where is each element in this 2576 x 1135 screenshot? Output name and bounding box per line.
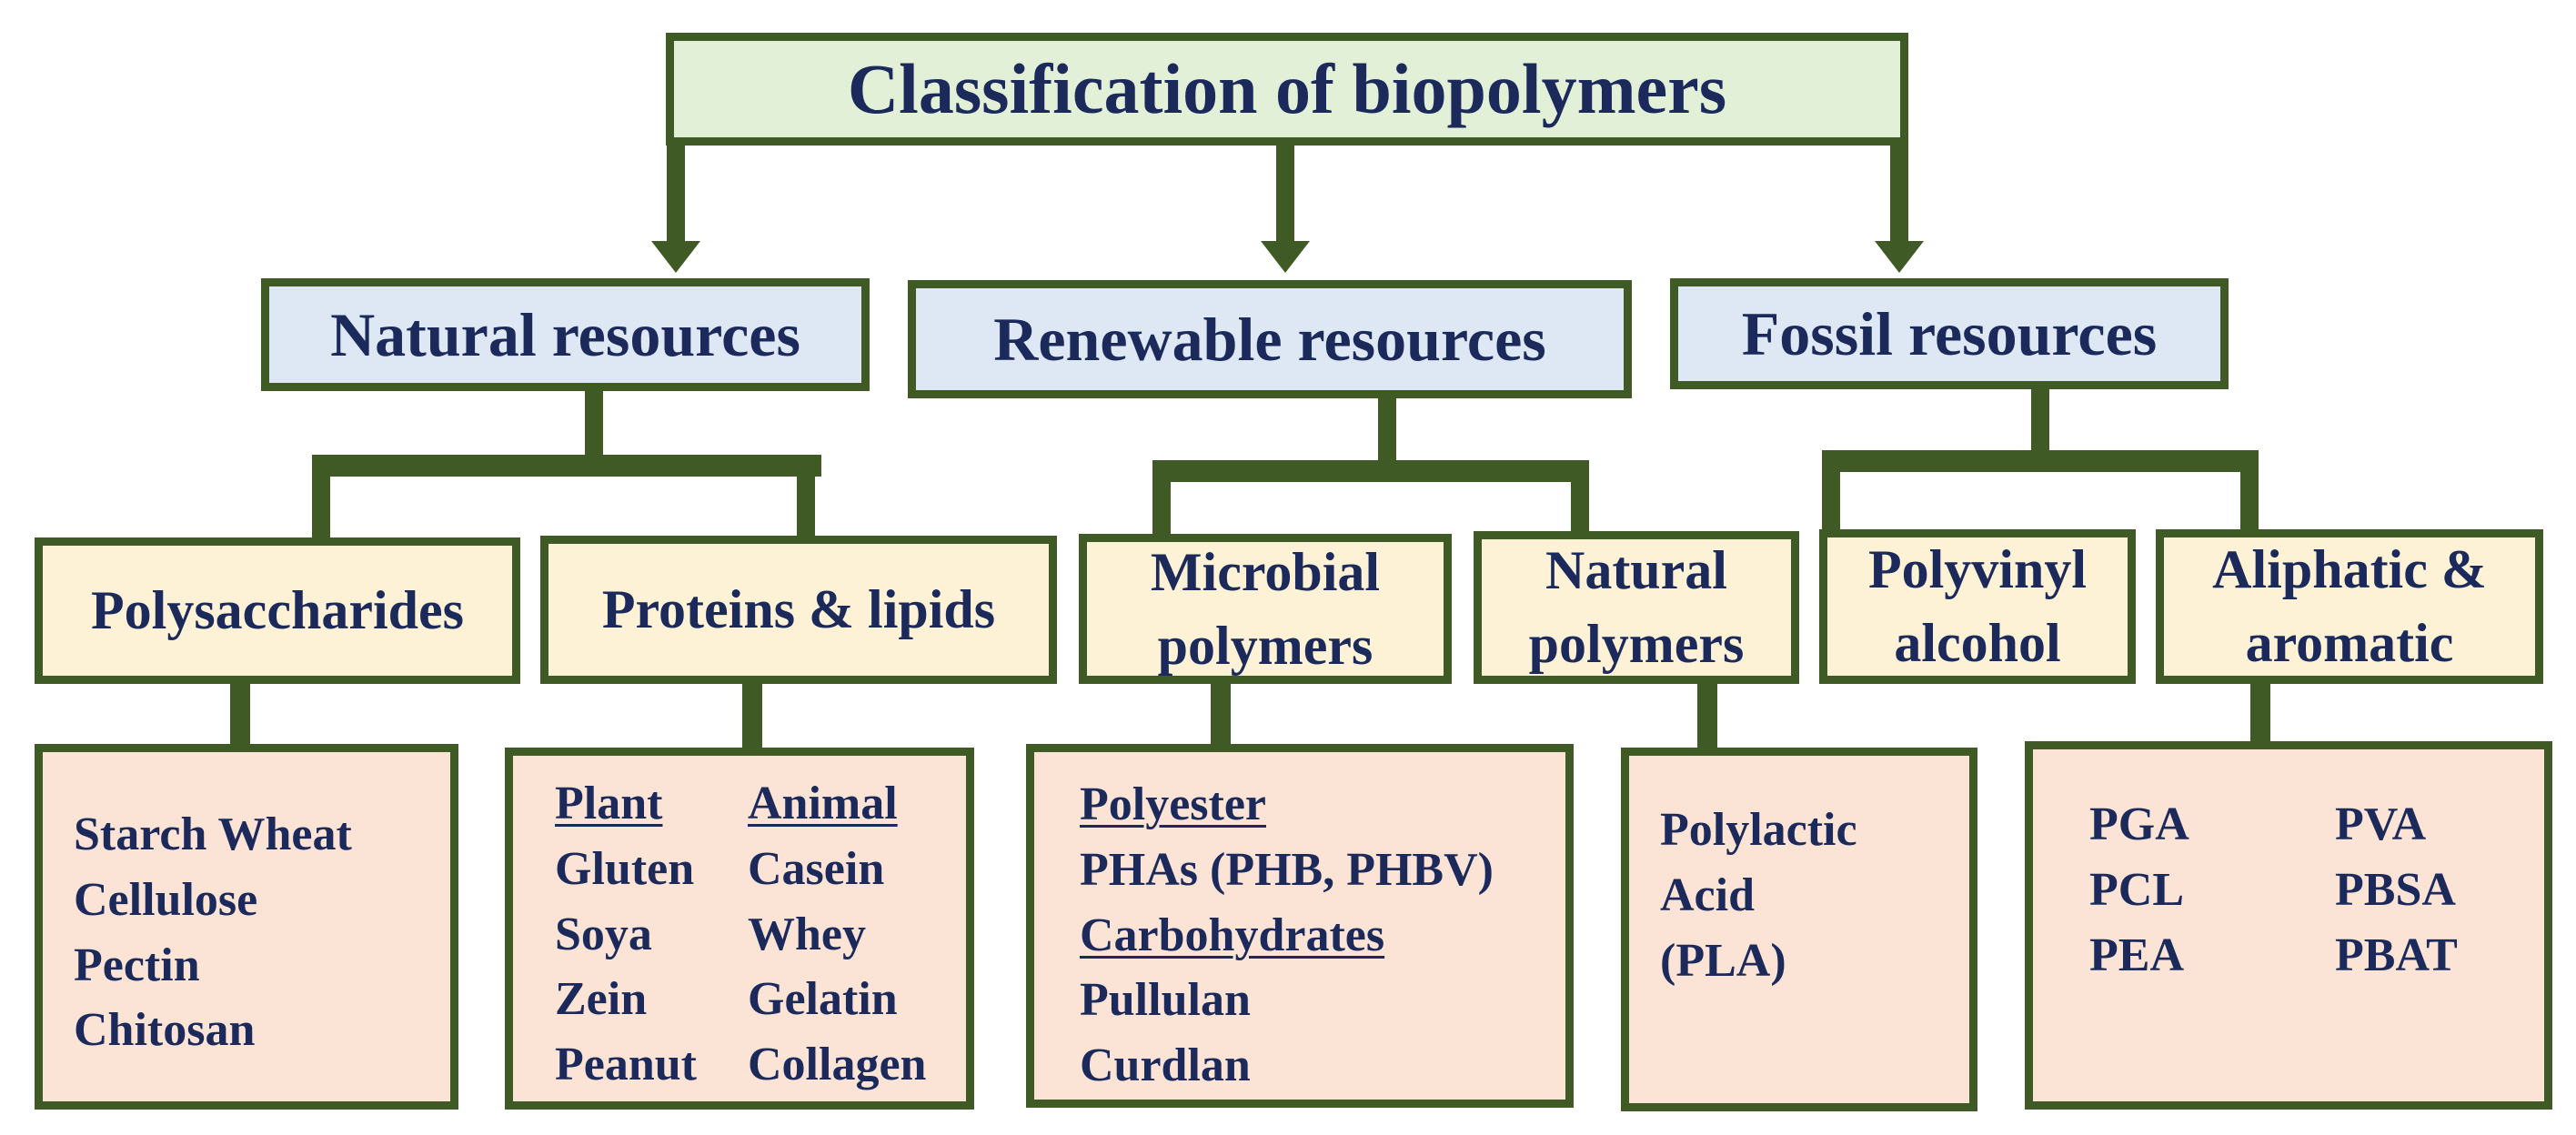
example-item: (PLA)	[1660, 934, 1786, 987]
subcategory-microbial-polymers: Microbial polymers	[1079, 534, 1452, 684]
subcategory-polysaccharides: Polysaccharides	[35, 537, 520, 684]
examples-proteins-lipids: Plant Gluten Soya Zein Peanut Animal Cas…	[505, 748, 974, 1110]
example-item: Starch Wheat	[74, 809, 352, 860]
example-item: Gluten	[555, 842, 695, 895]
examples-polysaccharides: Starch Wheat Cellulose Pectin Chitosan	[35, 744, 458, 1110]
subcategory-natural-polymers-line1: Natural	[1545, 540, 1727, 600]
subcategory-polysaccharides-label: Polysaccharides	[91, 580, 464, 640]
example-item: PBSA	[2335, 863, 2456, 916]
example-item: PGA	[2089, 799, 2189, 850]
example-item: Cellulose	[74, 873, 258, 926]
example-item: Pullulan	[1080, 974, 1251, 1027]
subcategory-natural-polymers: Natural polymers	[1474, 531, 1799, 684]
example-item: Soya	[555, 908, 652, 960]
example-item: Chitosan	[74, 1004, 256, 1057]
example-item: Casein	[748, 842, 885, 895]
example-item: Pectin	[74, 939, 200, 991]
category-fossil-resources: Fossil resources	[1670, 278, 2229, 389]
diagram-title: Classification of biopolymers	[847, 49, 1727, 128]
subcategory-proteins-label: Proteins & lipids	[601, 579, 996, 639]
subcategory-aliphatic-line2: aromatic	[2245, 613, 2454, 673]
example-item: Acid	[1660, 869, 1755, 921]
example-item: Curdlan	[1080, 1040, 1251, 1091]
examples-synthetic-polymers: PGA PCL PEA PVA PBSA PBAT	[2025, 741, 2552, 1110]
category-natural-resources: Natural resources	[261, 278, 870, 391]
example-item: PCL	[2089, 863, 2184, 916]
polyester-heading: Polyester	[1080, 778, 1267, 830]
subcategory-polyvinyl-alcohol: Polyvinyl alcohol	[1819, 529, 2136, 684]
example-item: PHAs (PHB, PHBV)	[1080, 843, 1494, 896]
carbohydrates-heading: Carbohydrates	[1080, 909, 1385, 961]
subcategory-proteins-lipids: Proteins & lipids	[540, 536, 1057, 684]
example-item: Whey	[748, 908, 866, 960]
subcategory-natural-polymers-line2: polymers	[1528, 614, 1745, 674]
animal-heading: Animal	[748, 778, 898, 829]
category-fossil-label: Fossil resources	[1741, 298, 2158, 368]
subcategory-polyvinyl-line2: alcohol	[1894, 613, 2061, 673]
diagram-title-box: Classification of biopolymers	[666, 33, 1908, 146]
examples-microbial-polymers: Polyester PHAs (PHB, PHBV) Carbohydrates…	[1026, 744, 1574, 1108]
subcategory-microbial-line2: polymers	[1157, 615, 1374, 676]
example-item: Polylactic	[1660, 804, 1857, 856]
plant-heading: Plant	[555, 778, 663, 829]
category-renewable-label: Renewable resources	[993, 304, 1546, 374]
example-item: PVA	[2335, 799, 2427, 850]
subcategory-polyvinyl-line1: Polyvinyl	[1867, 539, 2088, 599]
example-item: PEA	[2089, 929, 2184, 981]
example-item: Collagen	[748, 1039, 927, 1090]
subcategory-aliphatic-line1: Aliphatic &	[2212, 539, 2487, 599]
category-renewable-resources: Renewable resources	[908, 280, 1632, 398]
example-item: PBAT	[2335, 929, 2458, 981]
example-item: Zein	[555, 973, 648, 1026]
examples-natural-polymers: Polylactic Acid (PLA)	[1621, 748, 1977, 1111]
example-item: Peanut	[555, 1039, 697, 1090]
example-item: Gelatin	[748, 973, 898, 1026]
subcategory-aliphatic-aromatic: Aliphatic & aromatic	[2156, 529, 2543, 684]
subcategory-microbial-line1: Microbial	[1150, 541, 1381, 602]
category-natural-label: Natural resources	[330, 299, 800, 369]
